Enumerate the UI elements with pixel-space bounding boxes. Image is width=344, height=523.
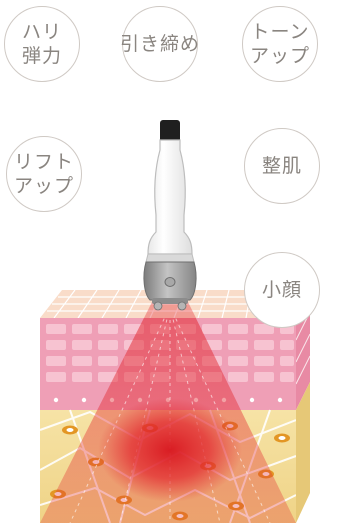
beauty-device xyxy=(143,120,197,311)
heat-spot xyxy=(98,398,242,502)
badge-line: 引き締め xyxy=(120,33,201,55)
badge-tone-up: トーン アップ xyxy=(242,6,318,82)
device-tip xyxy=(160,120,180,142)
badge-line: アップ xyxy=(13,175,74,197)
badge-skin-conditioning: 整肌 xyxy=(244,128,320,204)
badge-line: 弾力 xyxy=(21,45,62,67)
badge-line: 小顔 xyxy=(261,279,302,301)
badge-line: ハリ xyxy=(21,21,62,43)
badge-elasticity: ハリ 弾力 xyxy=(4,6,80,82)
badge-small-face: 小顔 xyxy=(244,252,320,328)
badge-line: 整肌 xyxy=(261,155,302,177)
badge-tightening: 引き締め xyxy=(120,6,201,82)
badge-line: リフト xyxy=(13,151,74,173)
badge-line: トーン xyxy=(250,21,310,43)
badge-line: アップ xyxy=(249,45,310,67)
skin-side-face xyxy=(295,290,311,523)
badge-lift-up: リフト アップ xyxy=(6,136,82,212)
